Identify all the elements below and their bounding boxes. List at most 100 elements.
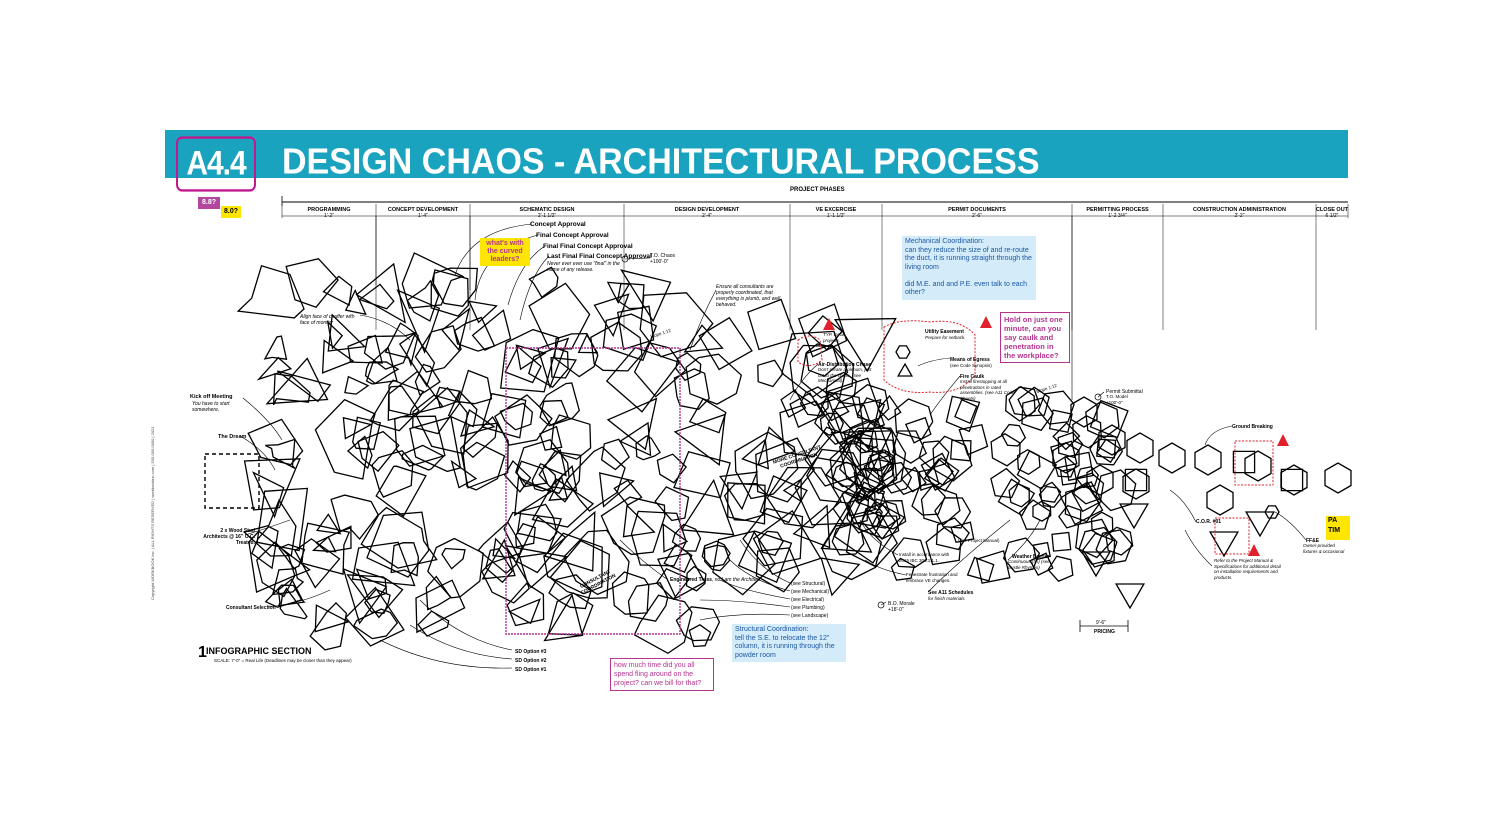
- chaos-shape: [820, 557, 861, 597]
- chaos-shape: [858, 503, 897, 540]
- chaos-shape: [792, 504, 831, 549]
- chaos-shape: [1032, 500, 1052, 522]
- phase-name: SCHEMATIC DESIGN: [519, 207, 575, 213]
- chaos-shape: [265, 357, 329, 405]
- curved-leaders-note: what's with the curved leaders?: [480, 238, 530, 266]
- chaos-shape: [450, 459, 478, 489]
- phase-name: PROGRAMMING: [307, 207, 351, 213]
- chaos-shape: [1194, 444, 1222, 476]
- chaos-shape: [958, 424, 989, 456]
- tbd-cloud: [797, 335, 823, 366]
- chaos-shape: [1052, 422, 1081, 451]
- chaos-shape: [673, 368, 710, 411]
- chaos-shape: [701, 540, 731, 568]
- chaos-shape: [1086, 464, 1114, 496]
- chaos-shape: [683, 324, 724, 353]
- chaos-shape: [369, 385, 420, 432]
- section-title: INFOGRAPHIC SECTION: [206, 646, 312, 656]
- chaos-shape: [514, 476, 553, 517]
- chaos-shape: [425, 575, 452, 611]
- chaos-shape: [734, 431, 799, 500]
- chaos-shape: [360, 506, 438, 569]
- chaos-shape: [471, 309, 512, 351]
- note-weather-barrier-sub: Continuous (fin) (see Bustle Rhymes): [1008, 559, 1050, 570]
- chaos-shape: [1114, 583, 1146, 610]
- note-see-landscape: (see Landscape): [791, 613, 829, 619]
- leader-line: [1184, 529, 1213, 567]
- chaos-shape: [537, 337, 570, 390]
- chaos-shape: [1280, 468, 1304, 492]
- chaos-shape: [355, 568, 388, 600]
- chaos-shape: [528, 282, 591, 350]
- note-bo-morale-val: +18'-0": [888, 607, 904, 613]
- note-to-chaos-val: +100'-0": [650, 259, 669, 265]
- leader-line: [267, 589, 331, 608]
- chaos-shape: [371, 449, 414, 498]
- phase-duration: 1'-1 1/2": [826, 213, 846, 219]
- chaos-shape: [892, 430, 928, 464]
- leader-line: [689, 289, 717, 351]
- phase-name: CLOSE OUT: [1315, 207, 1349, 213]
- chaos-shape: [357, 430, 400, 473]
- chaos-shape: [1126, 432, 1154, 464]
- chaos-shape: [602, 313, 658, 362]
- chaos-shape: [680, 478, 735, 536]
- chaos-shape: [1008, 386, 1041, 417]
- chaos-shape: [819, 392, 850, 422]
- chaos-shape: [757, 359, 784, 388]
- leader-line: [1169, 489, 1197, 523]
- chaos-shape: [990, 433, 1021, 467]
- datum-marker-3: [1094, 393, 1102, 401]
- note-see-mechanical: (see Mechanical): [791, 589, 830, 595]
- chaos-shape: [494, 394, 553, 446]
- chaos-shape: [635, 435, 661, 461]
- leader-line: [789, 363, 819, 401]
- chaos-shape: [528, 347, 569, 389]
- utility-easement-cloud: [883, 320, 976, 393]
- note-see-a11-sub: for finish materials.: [928, 596, 966, 601]
- leader-line: [864, 559, 907, 576]
- chaos-shape: [481, 538, 516, 580]
- note-egress-sub: (see Code Synopsis): [950, 363, 992, 368]
- pa-label-box: PA TIM: [1326, 516, 1350, 540]
- chaos-shape: [358, 283, 395, 310]
- chaos-shape: [832, 461, 858, 488]
- note-wood-stud: 2 x Wood Stud Architects @ 16" O.C. Trea…: [203, 528, 255, 546]
- chaos-shape: [414, 363, 441, 396]
- note-air-chase-sub: Don't create a plenum, just cut to the c…: [818, 367, 872, 383]
- sheet-title: DESIGN CHAOS - ARCHITECTURAL PROCESS: [282, 142, 1040, 182]
- chaos-shape: [1050, 440, 1078, 469]
- the-dream-box: [204, 453, 260, 509]
- chaos-shape: [414, 324, 462, 373]
- chaos-shape: [891, 466, 921, 496]
- chaos-shape: [247, 418, 304, 466]
- chaos-shape: [539, 425, 563, 451]
- chaos-shape: [504, 345, 542, 384]
- leader-line: [917, 357, 951, 367]
- chaos-shape: [675, 352, 702, 382]
- chaos-shape: [997, 478, 1036, 517]
- chaos-shape: [831, 523, 865, 556]
- leader-line: [1097, 391, 1105, 398]
- chaos-shape: [741, 438, 770, 470]
- chaos-shape: [755, 547, 800, 593]
- chaos-shape: [1124, 468, 1148, 492]
- chaos-shape: [352, 416, 382, 450]
- section-scale: SCALE: 7'-0" = Real Life (Deadlines may …: [214, 658, 352, 663]
- note-air-chase: Air-Distribution Chase: [818, 362, 872, 368]
- chaos-shape: [737, 530, 793, 584]
- chaos-shape: [547, 592, 594, 636]
- chaos-shape: [365, 346, 398, 385]
- chaos-shape: [503, 459, 532, 493]
- chaos-shape: [504, 544, 568, 589]
- note-cor: C.O.R. #01: [1196, 519, 1222, 525]
- chaos-shape: [314, 604, 351, 633]
- chaos-shape: [1052, 442, 1080, 474]
- chaos-shape: [1060, 481, 1104, 526]
- chaos-shape: [1038, 485, 1063, 509]
- phase-duration: 1'-2": [324, 213, 334, 219]
- chaos-shape: [1051, 531, 1072, 552]
- note-last-final-sub: Never ever ever use "final" in the name …: [547, 261, 620, 273]
- chaos-shape: [924, 458, 954, 486]
